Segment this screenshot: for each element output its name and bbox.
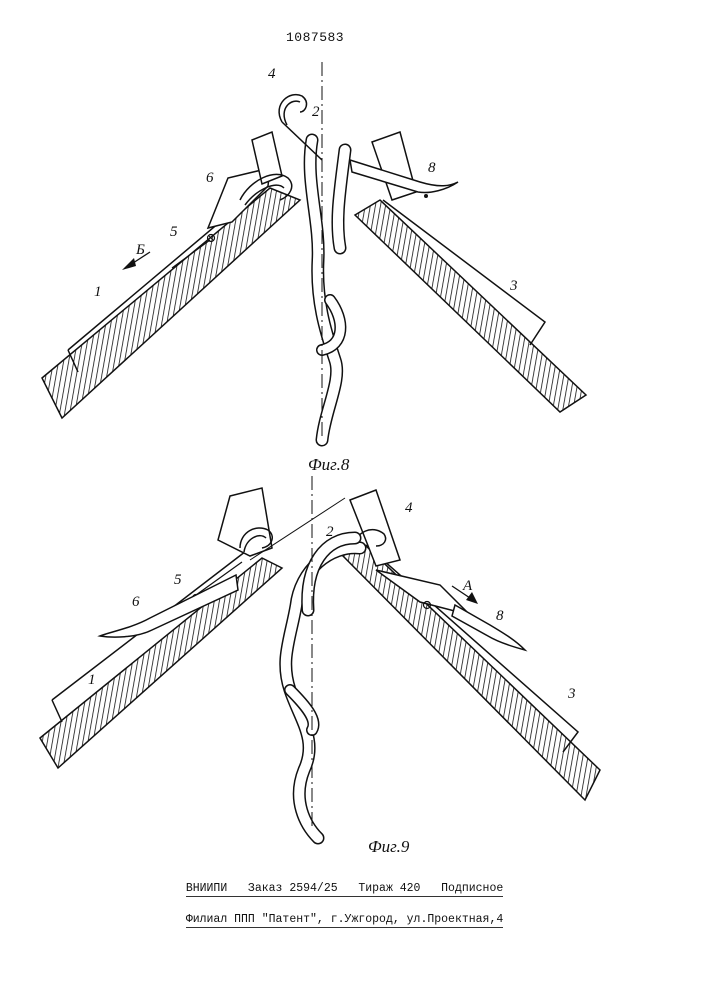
fig9-label-8: 8 [496, 608, 504, 624]
needle-bed-left [42, 132, 300, 418]
fig9-label-2: 2 [326, 524, 334, 540]
figure-8: 4 2 6 5 Б 1 8 3 Фиг.8 [42, 62, 586, 474]
fig9-label-4: 4 [405, 500, 413, 516]
yarn-loop [286, 538, 360, 838]
fig9-label-5: 5 [174, 572, 182, 588]
imprint-line-1: ВНИИПИ Заказ 2594/25 Тираж 420 Подписное [186, 881, 503, 897]
needle-bed-right [350, 132, 586, 412]
fig8-label-1: 1 [94, 284, 102, 300]
fig8-label-6: 6 [206, 170, 214, 186]
fig9-arrow-label: А [462, 578, 473, 594]
fig9-label-3: 3 [567, 686, 576, 702]
fig8-label-5: 5 [170, 224, 178, 240]
yarn-loop [310, 140, 345, 440]
fig9-label-6: 6 [132, 594, 140, 610]
fig9-caption: Фиг.9 [368, 837, 410, 856]
fig8-label-8: 8 [428, 160, 436, 176]
fig8-label-4: 4 [268, 66, 276, 82]
figure-9: 4 2 5 6 1 А 8 3 Фиг.9 [40, 476, 600, 856]
fig8-arrow-label: Б [135, 242, 145, 258]
fig8-label-3: 3 [509, 278, 518, 294]
fig9-label-1: 1 [88, 672, 96, 688]
fig8-label-2: 2 [312, 104, 320, 120]
needle-bed-right [342, 490, 600, 800]
imprint-footer: ВНИИПИ Заказ 2594/25 Тираж 420 Подписное… [172, 866, 503, 928]
imprint-line-2: Филиал ППП "Патент", г.Ужгород, ул.Проек… [186, 912, 503, 928]
fig8-caption: Фиг.8 [308, 455, 350, 474]
